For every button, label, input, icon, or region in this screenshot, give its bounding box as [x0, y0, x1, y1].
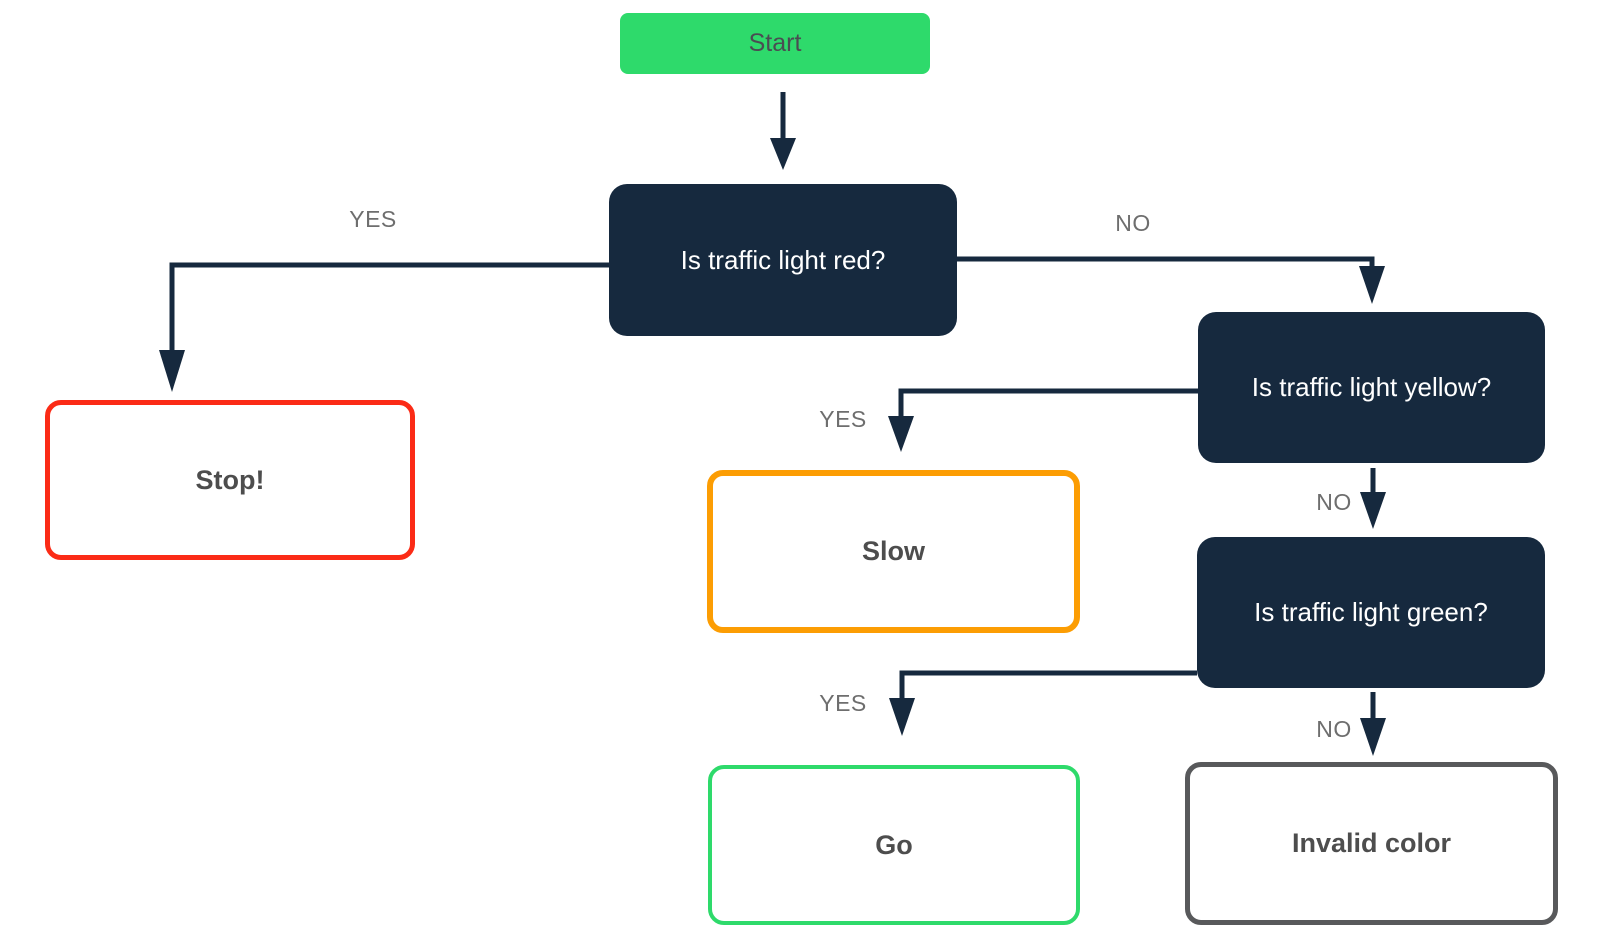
node-result-go-label: Go — [875, 829, 913, 860]
arrowhead-down-icon — [1360, 492, 1386, 529]
edge-q-red-no — [957, 256, 1385, 304]
edge-q-green-yes — [889, 670, 1197, 736]
arrowhead-down-icon — [159, 350, 185, 392]
node-result-go: Go — [708, 765, 1080, 925]
node-question-yellow: Is traffic light yellow? — [1198, 312, 1545, 463]
node-question-green-label: Is traffic light green? — [1254, 597, 1488, 627]
arrowhead-down-icon — [770, 138, 796, 170]
arrowhead-down-icon — [889, 698, 915, 736]
edge-label-yellow-no: NO — [1316, 489, 1352, 515]
node-start: Start — [620, 13, 930, 74]
edge-q-green-no — [1360, 692, 1386, 756]
arrowhead-down-icon — [1359, 266, 1385, 304]
edge-q-red-yes — [159, 262, 609, 392]
node-question-red-label: Is traffic light red? — [680, 244, 886, 275]
edge-label-red-no: NO — [1115, 210, 1151, 236]
node-result-invalid-label: Invalid color — [1291, 828, 1452, 858]
node-question-yellow-label: Is traffic light yellow? — [1251, 372, 1492, 402]
node-result-invalid: Invalid color — [1185, 762, 1558, 925]
node-result-slow-label: Slow — [861, 536, 925, 566]
edge-label-green-yes: YES — [819, 690, 867, 716]
arrowhead-down-icon — [888, 416, 914, 452]
edge-start-to-q-red — [770, 92, 796, 170]
node-result-slow: Slow — [707, 470, 1080, 633]
node-result-stop: Stop! — [45, 400, 415, 560]
node-start-label: Start — [748, 29, 802, 57]
edge-label-yellow-yes: YES — [819, 406, 867, 432]
edge-label-red-yes: YES — [349, 206, 397, 232]
node-question-red: Is traffic light red? — [609, 184, 957, 336]
edge-q-yellow-no — [1360, 468, 1386, 529]
edge-label-green-no: NO — [1316, 716, 1352, 742]
node-result-stop-label: Stop! — [195, 464, 265, 495]
arrowhead-down-icon — [1360, 718, 1386, 756]
edge-q-yellow-yes — [888, 388, 1198, 452]
node-question-green: Is traffic light green? — [1197, 537, 1545, 688]
